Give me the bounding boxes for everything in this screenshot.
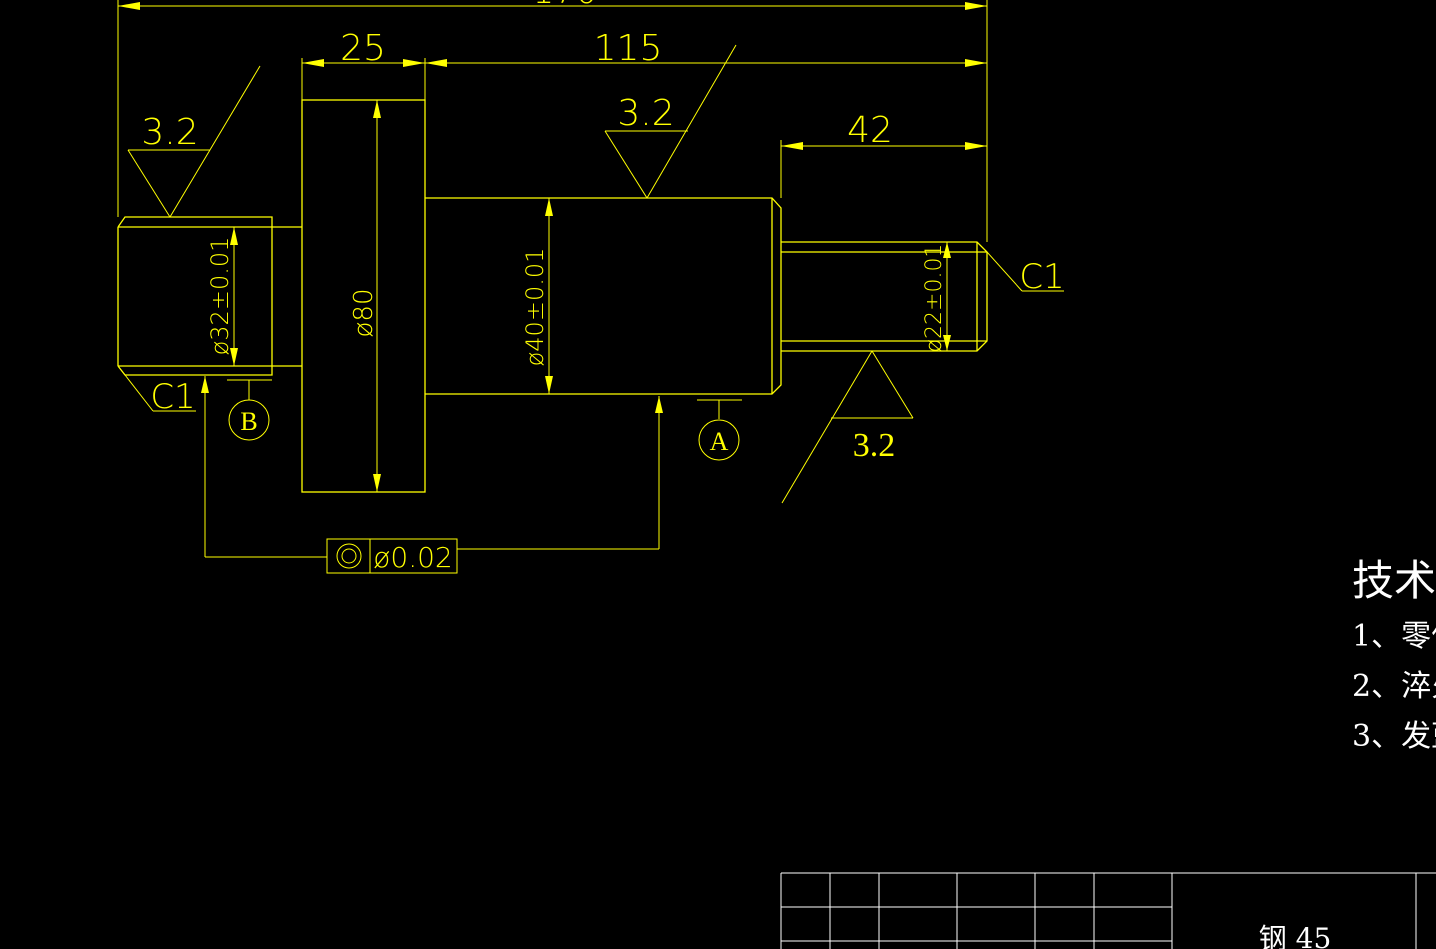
dim-diameter-32[interactable]: ø32±0.01 bbox=[206, 227, 238, 366]
tolerance-value: ø0.02 bbox=[373, 541, 452, 574]
dim-overall-length[interactable]: 170 bbox=[118, 0, 987, 12]
dim-42-label: 42 bbox=[847, 110, 893, 151]
chamfer-callout-left[interactable]: C1 bbox=[117, 365, 196, 417]
tolerance-frame[interactable]: ø0.02 bbox=[201, 376, 663, 574]
dim-diameter-80[interactable]: ø80 bbox=[349, 100, 381, 492]
chamfer-callout-right[interactable]: C1 bbox=[986, 251, 1065, 297]
roughness-symbol-right[interactable]: 3.2 bbox=[781, 350, 914, 504]
dim-25-label: 25 bbox=[340, 28, 386, 69]
dim-length-42[interactable]: 42 bbox=[781, 110, 987, 151]
tech-req-item-3: 3、发蓝 bbox=[1352, 719, 1436, 754]
shaft-outline bbox=[117, 99, 988, 493]
chamfer-right-label: C1 bbox=[1019, 257, 1064, 297]
dim-overall-label: 170 bbox=[533, 0, 598, 12]
roughness-left-value: 3.2 bbox=[141, 112, 198, 153]
dim-40-label: ø40±0.01 bbox=[521, 248, 549, 367]
concentricity-icon bbox=[336, 543, 362, 569]
dim-22-label: ø22±0.01 bbox=[922, 244, 947, 353]
roughness-symbol-left[interactable]: 3.2 bbox=[127, 65, 261, 218]
datum-b[interactable]: B bbox=[227, 379, 272, 441]
chamfer-left-label: C1 bbox=[150, 377, 195, 417]
section-40-outline bbox=[425, 197, 782, 395]
dimensions: 170 25 115 42 ø32±0.01 bbox=[117, 0, 988, 492]
collar-80 bbox=[301, 99, 426, 493]
datum-b-letter: B bbox=[240, 407, 257, 436]
dim-length-25[interactable]: 25 bbox=[302, 28, 425, 69]
title-block: 钢 45 bbox=[780, 872, 1436, 949]
tech-req-item-1: 1、零件 bbox=[1352, 619, 1436, 654]
title-block-material: 钢 45 bbox=[1259, 922, 1332, 949]
dim-80-label: ø80 bbox=[349, 289, 379, 338]
dim-length-115[interactable]: 115 bbox=[425, 28, 987, 69]
journal-32-chamfer bbox=[117, 216, 273, 376]
dim-32-label: ø32±0.01 bbox=[206, 237, 234, 356]
tech-req-item-2: 2、淬火 bbox=[1352, 669, 1436, 704]
roughness-right-value: 3.2 bbox=[853, 427, 896, 464]
datum-a[interactable]: A bbox=[697, 399, 742, 461]
dim-diameter-22[interactable]: ø22±0.01 bbox=[922, 242, 951, 352]
section-22-outline bbox=[781, 241, 988, 352]
dim-diameter-40[interactable]: ø40±0.01 bbox=[521, 198, 553, 394]
dim-115-label: 115 bbox=[594, 28, 663, 69]
roughness-symbol-middle[interactable]: 3.2 bbox=[604, 44, 737, 199]
tech-req-title: 技术要 bbox=[1352, 556, 1436, 605]
roughness-middle-value: 3.2 bbox=[617, 93, 674, 134]
technical-requirements: 技术要 1、零件 2、淬火 3、发蓝 bbox=[1352, 556, 1436, 754]
datum-a-letter: A bbox=[710, 427, 729, 456]
